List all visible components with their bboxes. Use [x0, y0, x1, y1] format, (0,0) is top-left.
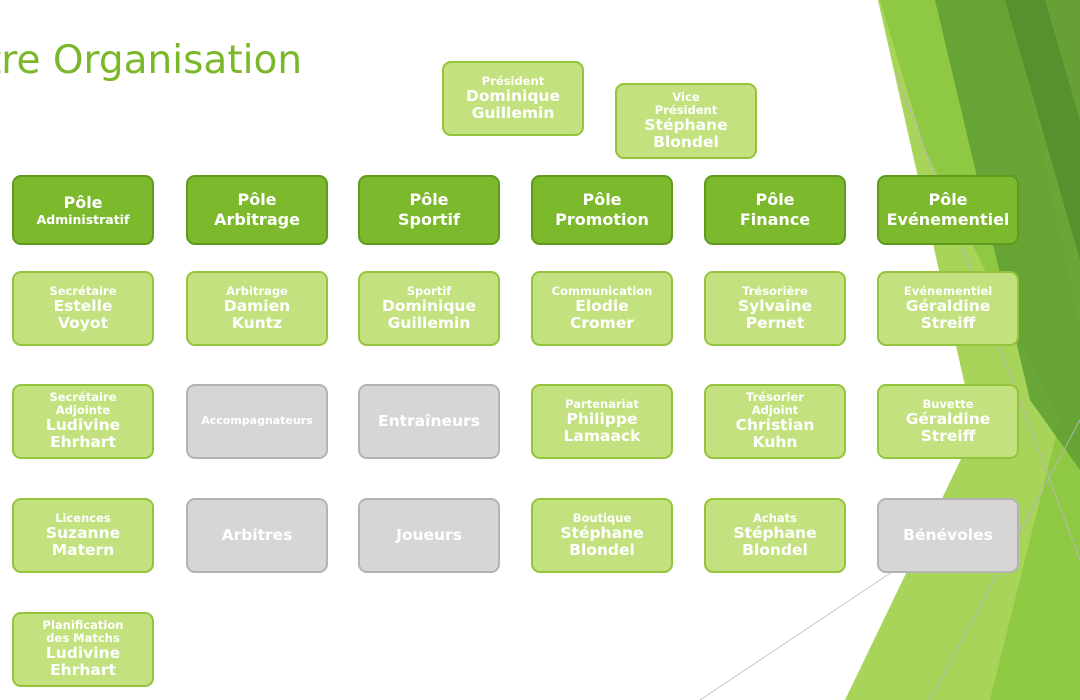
member-name: Kuhn: [752, 433, 798, 452]
pole-label: Arbitrage: [214, 210, 300, 229]
member-role: Trésorière: [742, 283, 808, 298]
member-role: Adjointe: [55, 403, 111, 418]
member-role: Planification: [42, 618, 124, 633]
member-role: Communication: [551, 283, 653, 298]
member-role: des Matchs: [46, 631, 120, 646]
member-name: Stéphane: [733, 523, 817, 542]
member-name: Blondel: [742, 540, 808, 559]
member-role: Buvette: [922, 396, 974, 411]
member-name: Damien: [223, 296, 291, 315]
pole-label: Pôle: [755, 190, 795, 210]
pole-label: Promotion: [555, 210, 649, 229]
pole-label: Pôle: [582, 190, 622, 210]
member-role: Sportif: [406, 283, 452, 298]
member-name: Entraîneurs: [378, 411, 480, 430]
member-name: Christian: [735, 416, 815, 435]
member-role: Trésorier: [746, 390, 804, 405]
member-name: Suzanne: [45, 523, 121, 542]
member-role: Secrétaire: [49, 390, 117, 405]
leader-name: Guillemin: [471, 103, 555, 122]
member-role: Adjoint: [751, 403, 799, 418]
member-name: Lamaack: [563, 426, 641, 445]
pole-label: Finance: [739, 210, 811, 229]
member-name: Joueurs: [396, 525, 462, 544]
group-box: Bénévoles: [877, 498, 1019, 573]
member-name: Matern: [51, 540, 115, 559]
member-role: Licences: [55, 510, 111, 525]
member-name: Bénévoles: [903, 525, 993, 544]
leader-role: Président: [654, 102, 718, 117]
member-name: Guillemin: [387, 313, 471, 332]
member-name: Blondel: [569, 540, 635, 559]
member-name: Kuntz: [231, 313, 283, 332]
group-box: Joueurs: [358, 498, 500, 573]
leader-role: Président: [481, 73, 545, 88]
member-role: Evénementiel: [903, 283, 993, 298]
member-name: Pernet: [745, 313, 805, 332]
leader-role: Vice: [672, 89, 700, 104]
group-box: Arbitres: [186, 498, 328, 573]
pole-label: Sportif: [398, 210, 460, 229]
member-name: Ludivine: [45, 644, 121, 663]
member-role: Secrétaire: [49, 283, 117, 298]
pole-label: Evénementiel: [886, 210, 1010, 229]
member-name: Elodie: [575, 296, 629, 315]
member-name: Estelle: [53, 296, 113, 315]
member-name: Accompagnateurs: [201, 414, 313, 428]
member-name: Cromer: [570, 313, 634, 332]
member-name: Dominique: [382, 296, 476, 315]
member-name: Ehrhart: [50, 661, 116, 680]
member-role: Boutique: [572, 510, 632, 525]
leader-name: Dominique: [466, 86, 560, 105]
slide-title: tre Organisation: [0, 38, 303, 83]
member-name: Ludivine: [45, 416, 121, 435]
member-name: Arbitres: [221, 525, 293, 544]
member-name: Sylvaine: [737, 296, 812, 315]
group-box: Entraîneurs: [358, 384, 500, 459]
decor-shape-deep: [1005, 0, 1080, 260]
member-name: Philippe: [566, 409, 638, 428]
pole-label: Pôle: [63, 192, 103, 212]
member-role: Achats: [752, 510, 797, 525]
member-role: Arbitrage: [226, 283, 288, 298]
member-role: Partenariat: [565, 396, 639, 411]
leader-name: Stéphane: [644, 115, 728, 134]
pole-label: Pôle: [409, 190, 449, 210]
group-box: Accompagnateurs: [186, 384, 328, 459]
member-name: Géraldine: [905, 296, 991, 315]
member-name: Streiff: [920, 313, 976, 332]
pole-label: Pôle: [237, 190, 277, 210]
member-name: Stéphane: [560, 523, 644, 542]
pole-label: Administratif: [36, 212, 130, 228]
member-name: Géraldine: [905, 409, 991, 428]
pole-label: Pôle: [928, 190, 968, 210]
member-name: Streiff: [920, 426, 976, 445]
leader-name: Blondel: [653, 132, 719, 151]
member-name: Ehrhart: [50, 433, 116, 452]
member-name: Voyot: [58, 313, 108, 332]
